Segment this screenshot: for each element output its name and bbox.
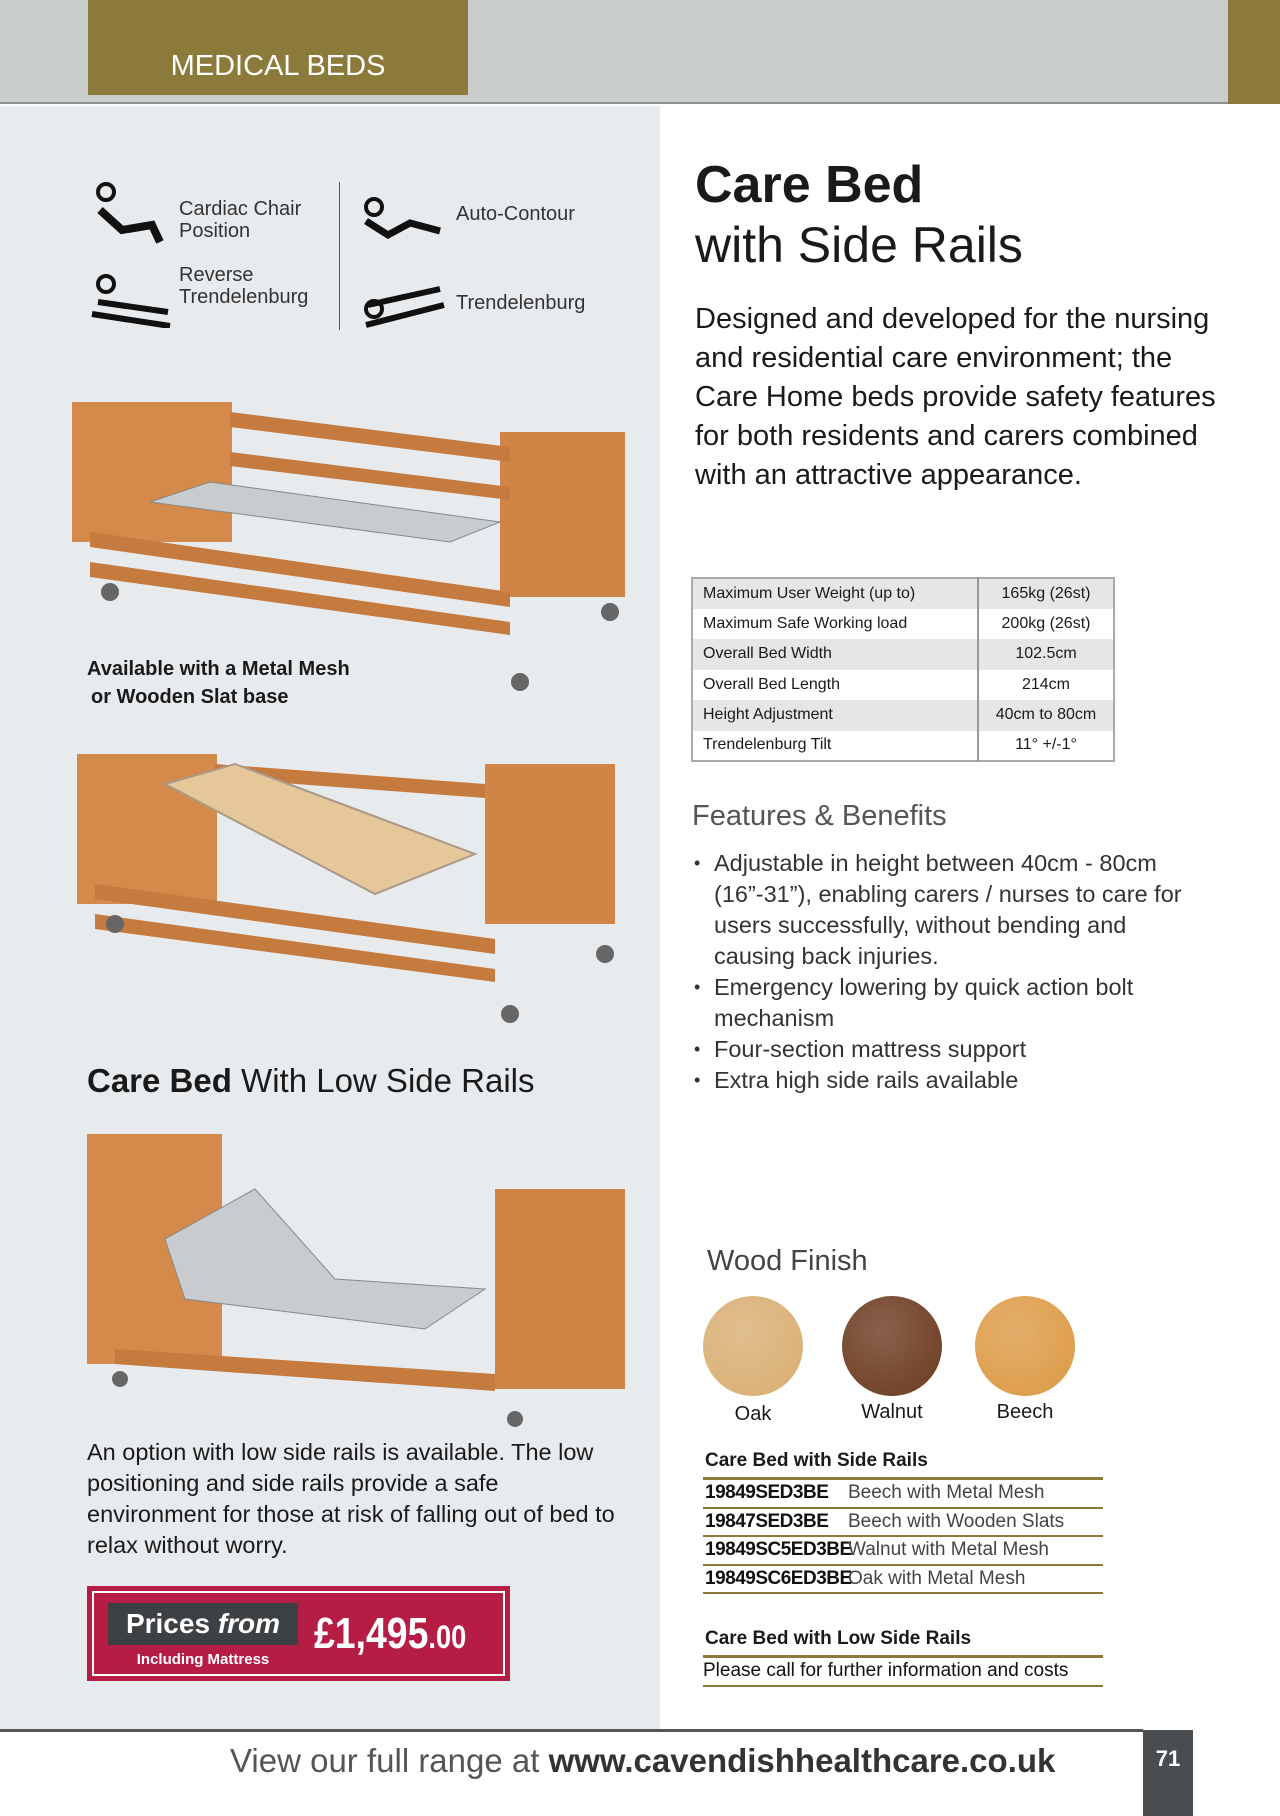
spec-row: Maximum User Weight (up to) 165kg (26st) bbox=[692, 578, 1114, 609]
product-desc: Oak with Metal Mesh bbox=[848, 1567, 1026, 1589]
feature-item: Adjustable in height between 40cm - 80cm… bbox=[692, 848, 1192, 972]
spec-label: Height Adjustment bbox=[703, 706, 833, 724]
product-intro: Designed and developed for the nursing a… bbox=[695, 303, 1216, 491]
wood-swatch-beech bbox=[975, 1296, 1075, 1396]
code-row: 19849SED3BE Beech with Metal Mesh bbox=[703, 1480, 1103, 1509]
spec-label: Maximum Safe Working load bbox=[703, 614, 908, 632]
codes-table: Care Bed with Side Rails 19849SED3BE Beec… bbox=[703, 1450, 1103, 1594]
price-value: £1,495.00 bbox=[314, 1609, 467, 1658]
spec-value: 102.5cm bbox=[977, 639, 1114, 670]
wood-finish-heading: Wood Finish bbox=[707, 1245, 868, 1277]
page-number: 71 bbox=[1143, 1730, 1193, 1816]
corner-tab bbox=[1228, 0, 1280, 104]
spec-label: Maximum User Weight (up to) bbox=[703, 584, 916, 602]
wood-swatch-label: Beech bbox=[996, 1401, 1054, 1423]
prices-from-label: Prices from bbox=[108, 1603, 298, 1645]
website-link[interactable]: www.cavendishhealthcare.co.uk bbox=[548, 1742, 1056, 1779]
feature-item: Extra high side rails available bbox=[692, 1065, 1192, 1096]
spec-label: Overall Bed Width bbox=[703, 645, 832, 663]
spec-row: Overall Bed Length 214cm bbox=[692, 669, 1114, 700]
spec-label: Trendelenburg Tilt bbox=[703, 736, 832, 754]
bed-slat-image bbox=[77, 754, 615, 1023]
spec-value: 165kg (26st) bbox=[977, 578, 1114, 609]
position-label: Cardiac Chair Position bbox=[179, 198, 302, 242]
divider bbox=[339, 182, 340, 330]
low-rails-title: Care Bed With Low Side Rails bbox=[87, 1062, 535, 1099]
trendelenburg-icon bbox=[364, 286, 445, 328]
footer-text: View our full range at www.cavendishheal… bbox=[230, 1742, 1056, 1779]
codes-heading: Care Bed with Low Side Rails bbox=[703, 1628, 1103, 1658]
spec-value: 214cm bbox=[977, 669, 1114, 700]
feature-item: Four-section mattress support bbox=[692, 1034, 1192, 1065]
wood-swatch-walnut bbox=[842, 1296, 942, 1396]
feature-item: Emergency lowering by quick action bolt … bbox=[692, 972, 1192, 1034]
spec-table: Maximum User Weight (up to)165kg (26st)M… bbox=[691, 577, 1115, 762]
spec-value: 11° +/-1° bbox=[977, 730, 1114, 761]
price-subtext: Including Mattress bbox=[136, 1651, 270, 1668]
code-row: 19847SED3BE Beech with Wooden Slats bbox=[703, 1509, 1103, 1537]
low-rails-description: An option with low side rails is availab… bbox=[87, 1439, 615, 1558]
bed-low-rails-image bbox=[87, 1134, 625, 1427]
spec-row: Overall Bed Width 102.5cm bbox=[692, 639, 1114, 670]
wood-swatch-label: Oak bbox=[734, 1403, 772, 1425]
product-code: 19849SC5ED3BE bbox=[705, 1539, 852, 1561]
product-code: 19849SC6ED3BE bbox=[705, 1567, 852, 1589]
features-heading: Features & Benefits bbox=[692, 800, 947, 832]
features-list: Adjustable in height between 40cm - 80cm… bbox=[692, 848, 1192, 1096]
spec-row: Maximum Safe Working load 200kg (26st) bbox=[692, 608, 1114, 639]
position-label: Reverse Trendelenburg bbox=[179, 264, 309, 308]
section-title: MEDICAL BEDS bbox=[170, 50, 386, 82]
codes-heading: Care Bed with Side Rails bbox=[703, 1450, 1103, 1480]
reverse-trendelenburg-icon bbox=[91, 274, 171, 328]
product-desc: Walnut with Metal Mesh bbox=[848, 1539, 1049, 1561]
product-code: 19847SED3BE bbox=[705, 1510, 829, 1532]
section-label: MEDICAL BEDS bbox=[88, 0, 468, 95]
auto-contour-icon bbox=[364, 197, 441, 240]
position-label: Trendelenburg bbox=[456, 292, 586, 314]
product-desc: Beech with Metal Mesh bbox=[848, 1482, 1045, 1504]
low-rails-codes: Care Bed with Low Side Rails Please call… bbox=[703, 1628, 1103, 1687]
spec-row: Trendelenburg Tilt 11° +/-1° bbox=[692, 730, 1114, 761]
spec-value: 40cm to 80cm bbox=[977, 700, 1114, 731]
spec-label: Overall Bed Length bbox=[703, 675, 840, 693]
spec-value: 200kg (26st) bbox=[977, 608, 1114, 639]
wood-swatch-oak bbox=[703, 1296, 803, 1396]
bed-mesh-image bbox=[72, 402, 625, 691]
price-box: Prices from Including Mattress £1,495.00 bbox=[87, 1586, 510, 1681]
spec-row: Height Adjustment 40cm to 80cm bbox=[692, 700, 1114, 731]
footer-divider bbox=[0, 1729, 1143, 1732]
product-code: 19849SED3BE bbox=[705, 1482, 829, 1504]
product-desc: Beech with Wooden Slats bbox=[848, 1510, 1065, 1532]
cardiac-chair-icon bbox=[96, 182, 164, 244]
low-rails-info: Please call for further information and … bbox=[703, 1658, 1103, 1687]
position-label: Auto-Contour bbox=[456, 203, 575, 225]
wood-swatch-label: Walnut bbox=[861, 1401, 923, 1423]
